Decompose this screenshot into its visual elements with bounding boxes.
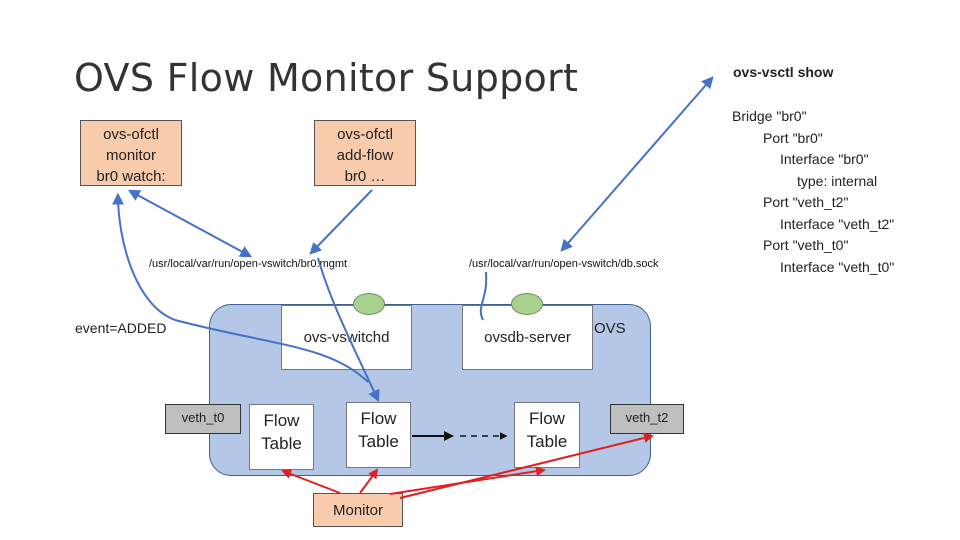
ovs-vswitchd-label: ovs-vswitchd (303, 329, 390, 346)
ofctl-monitor-box: ovs-ofctl monitor br0 watch: (80, 120, 182, 186)
flow-table-line: Table (358, 432, 399, 451)
monitor-red-arrow (359, 468, 379, 494)
ovsdb-socket-icon (511, 293, 543, 315)
flow-table-line: Flow (263, 411, 300, 430)
vsctl-line: Interface "veth_t2" (780, 215, 895, 232)
mgmt-socket-path: /usr/local/var/run/open-vswitch/br0.mgmt (149, 258, 348, 270)
monitor-label: Monitor (332, 502, 384, 519)
vsctl-heading: ovs-vsctl show (733, 64, 834, 80)
vswitchd-socket-icon (353, 293, 385, 315)
vsctl-line: Interface "br0" (780, 151, 869, 167)
vsctl-line: Port "veth_t2" (763, 194, 849, 210)
vsctl-to-db-arrow (560, 76, 714, 252)
ofctl-addflow-line: ovs-ofctl (337, 126, 393, 143)
mgmt-to-flowtable-arrow (317, 257, 380, 403)
flow-table-line: Flow (360, 409, 397, 428)
flow-table-line: Table (526, 432, 568, 451)
monitor-red-arrow (399, 433, 654, 499)
monitor-box: Monitor (313, 493, 403, 527)
vsctl-line: Bridge "br0" (732, 108, 807, 124)
event-added-label: event=ADDED (75, 320, 167, 336)
ofctl-addflow-line: br0 … (344, 168, 386, 185)
addflow-to-mgmt-arrow (309, 189, 373, 255)
db-socket-arrow (479, 271, 488, 321)
vsctl-output: Bridge "br0" Port "br0" Interface "br0" … (732, 106, 894, 278)
flow-table-line: Flow (529, 409, 565, 428)
vsctl-line: Port "veth_t0" (763, 237, 849, 253)
port-veth-t0-label: veth_t0 (181, 410, 225, 425)
port-veth-t0: veth_t0 (165, 404, 241, 434)
ofctl-monitor-line: monitor (105, 147, 157, 164)
vsctl-line: type: internal (797, 172, 878, 189)
vsctl-line: Port "br0" (763, 129, 823, 146)
ovsdb-server-label: ovsdb-server (484, 329, 571, 346)
flow-table-line: Table (261, 434, 302, 453)
ovs-vswitchd-box: ovs-vswitchd (281, 305, 412, 370)
ovs-label: OVS (594, 320, 626, 337)
flow-table: Flow Table (346, 402, 411, 468)
ofctl-monitor-line: br0 watch: (96, 168, 166, 185)
vsctl-line: Interface "veth_t0" (780, 258, 895, 275)
page-title: OVS Flow Monitor Support (74, 56, 579, 100)
flow-table: Flow Table (249, 404, 314, 470)
ovsdb-server-box: ovsdb-server (462, 305, 593, 370)
monitor-red-arrow (281, 469, 341, 494)
port-veth-t2-label: veth_t2 (625, 410, 669, 425)
ofctl-addflow-box: ovs-ofctl add-flow br0 … (314, 120, 416, 186)
ofctl-monitor-line: ovs-ofctl (103, 126, 159, 143)
event-return-arrow (112, 192, 369, 383)
ofctl-addflow-line: add-flow (336, 147, 394, 164)
db-socket-path: /usr/local/var/run/open-vswitch/db.sock (469, 258, 659, 270)
monitor-to-mgmt-arrow (127, 189, 253, 258)
